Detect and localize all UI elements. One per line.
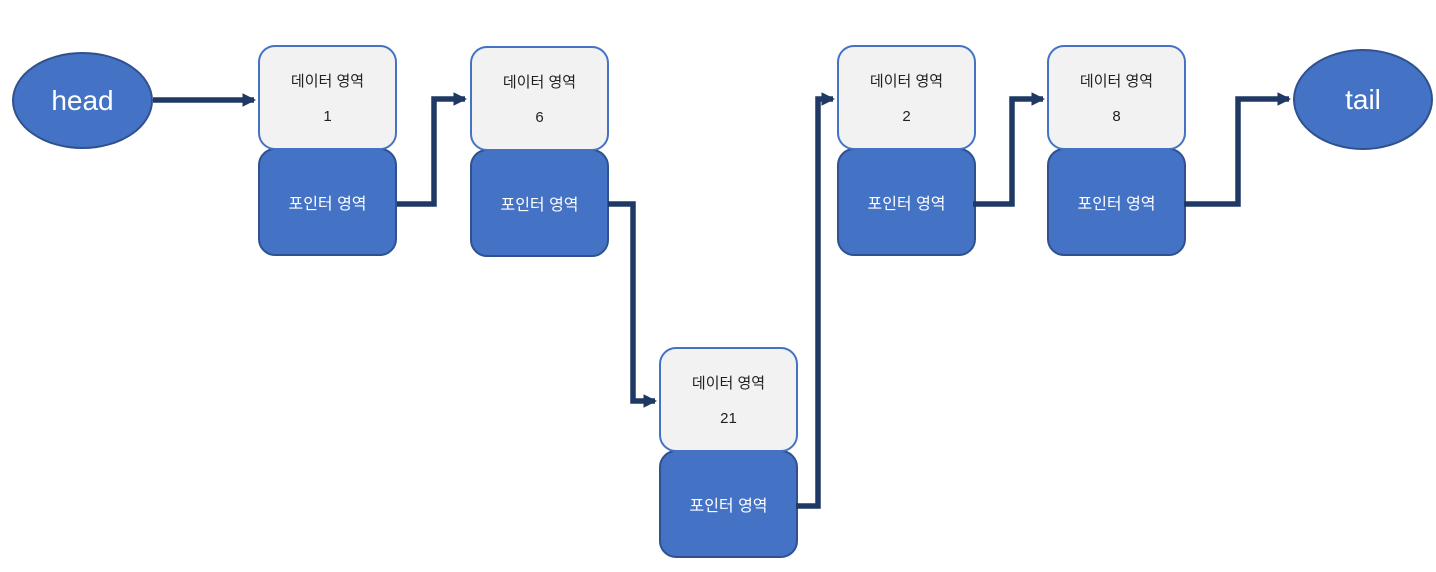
data-area: 데이터 영역 1 — [258, 45, 397, 150]
data-area: 데이터 영역 6 — [470, 46, 609, 151]
data-area: 데이터 영역 21 — [659, 347, 798, 452]
data-area-value: 2 — [902, 108, 911, 125]
connector-node6-to-node21 — [608, 201, 658, 408]
tail-node: tail — [1293, 49, 1433, 150]
list-node-2: 데이터 영역 2 포인터 영역 — [837, 45, 976, 256]
list-node-6: 데이터 영역 6 포인터 영역 — [470, 46, 609, 257]
head-node: head — [12, 52, 153, 149]
connector-node21-to-node2 — [796, 92, 836, 509]
tail-label: tail — [1345, 83, 1381, 115]
pointer-area: 포인터 영역 — [837, 148, 976, 256]
head-label: head — [51, 84, 114, 116]
pointer-area: 포인터 영역 — [659, 450, 798, 558]
data-area-value: 6 — [535, 109, 544, 126]
pointer-area-label: 포인터 영역 — [867, 196, 946, 213]
data-area: 데이터 영역 2 — [837, 45, 976, 150]
connector-node8-to-tail — [1184, 92, 1292, 207]
pointer-area: 포인터 영역 — [1047, 148, 1186, 256]
data-area: 데이터 영역 8 — [1047, 45, 1186, 150]
data-area-value: 21 — [720, 410, 737, 427]
pointer-area: 포인터 영역 — [258, 148, 397, 256]
data-area-label: 데이터 영역 — [1079, 73, 1154, 90]
data-area-value: 1 — [323, 108, 332, 125]
data-area-label: 데이터 영역 — [502, 74, 577, 91]
pointer-area-label: 포인터 영역 — [689, 498, 768, 515]
pointer-area: 포인터 영역 — [470, 149, 609, 257]
data-area-label: 데이터 영역 — [869, 73, 944, 90]
data-area-value: 8 — [1112, 108, 1121, 125]
data-area-label: 데이터 영역 — [691, 375, 766, 392]
connector-node2-to-node8 — [973, 92, 1046, 207]
connector-node1-to-node6 — [397, 92, 468, 207]
list-node-1: 데이터 영역 1 포인터 영역 — [258, 45, 397, 256]
pointer-area-label: 포인터 영역 — [500, 197, 579, 214]
pointer-area-label: 포인터 영역 — [288, 196, 367, 213]
list-node-21: 데이터 영역 21 포인터 영역 — [659, 347, 798, 558]
pointer-area-label: 포인터 영역 — [1077, 196, 1156, 213]
data-area-label: 데이터 영역 — [290, 73, 365, 90]
list-node-8: 데이터 영역 8 포인터 영역 — [1047, 45, 1186, 256]
